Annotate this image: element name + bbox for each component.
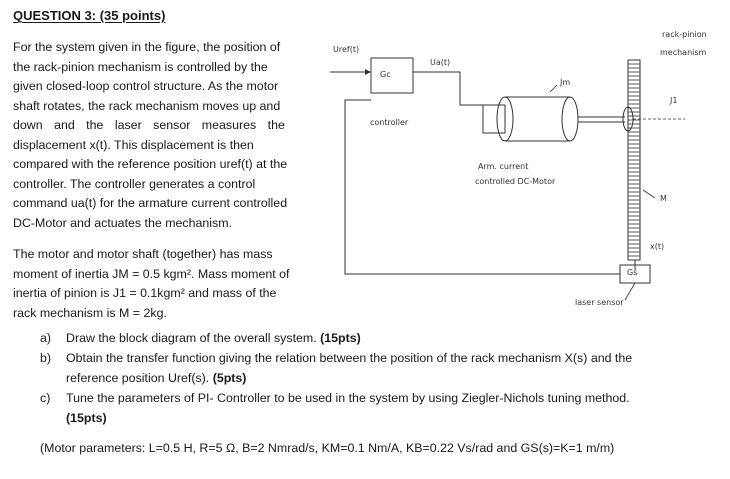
- motor-terminal: [482, 104, 506, 134]
- sensor-label: laser sensor: [575, 298, 624, 307]
- question-text: Obtain the transfer function giving the …: [66, 351, 633, 365]
- question-points: (5pts): [212, 371, 247, 385]
- desc-line: down and the laser sensor measures the: [13, 118, 285, 132]
- desc-line: displacement x(t). This displacement is …: [13, 137, 254, 152]
- m-label: M: [660, 194, 667, 203]
- question-points: (15pts): [320, 331, 361, 345]
- question-b: b) Obtain the transfer function giving th…: [40, 351, 632, 365]
- x-label: x(t): [650, 242, 665, 251]
- uref-label: Uref(t): [333, 45, 360, 54]
- system-figure: [330, 57, 685, 301]
- gc-label: Gc: [380, 70, 391, 79]
- uref-arrowhead: [365, 69, 371, 75]
- gs-label: Gs: [627, 268, 638, 277]
- question-a: a) Draw the block diagram of the overall …: [40, 331, 361, 345]
- desc-line: moment of inertia JM = 0.5 kgm². Mass mo…: [13, 266, 290, 281]
- question-points: : (35 points): [91, 8, 166, 23]
- desc-line: DC-Motor and actuates the mechanism.: [13, 215, 232, 230]
- j1-label: J1: [670, 96, 678, 105]
- question-text: reference position Uref(s).: [66, 371, 213, 385]
- desc-line: given closed-loop control structure. As …: [13, 79, 279, 93]
- desc-line: shaft rotates, the rack mechanism moves …: [13, 98, 281, 113]
- question-title: QUESTION 3: (35 points): [13, 8, 165, 23]
- desc-line: rack mechanism is M = 2kg.: [13, 305, 167, 320]
- question-c: c) Tune the parameters of PI- Controller …: [40, 391, 630, 405]
- motor-body-right: [561, 96, 579, 142]
- ua-signal-line: [413, 71, 500, 106]
- question-text: Draw the block diagram of the overall sy…: [66, 331, 321, 345]
- question-b-cont: reference position Uref(s). (5pts): [66, 371, 246, 385]
- question-points: (15pts): [66, 411, 107, 425]
- jm-label: Jm: [560, 78, 571, 87]
- motor-parameters: (Motor parameters: L=0.5 H, R=5 Ω, B=2 N…: [40, 441, 615, 455]
- question-letter: b): [40, 351, 52, 365]
- desc-line: inertia of pinion is J1 = 0.1kgm² and ma…: [13, 286, 277, 300]
- desc-line: the rack-pinion mechanism is controlled …: [13, 59, 268, 74]
- question-c-points: (15pts): [66, 411, 107, 425]
- desc-line: For the system given in the figure, the …: [13, 40, 281, 54]
- question-letter: a): [40, 331, 52, 345]
- rack-pinion-label-2: mechanism: [660, 48, 707, 57]
- question-number: QUESTION 3: [13, 8, 92, 23]
- desc-line: controller. The controller generates a c…: [13, 176, 256, 191]
- problem-description: For the system given in the figure, the …: [13, 38, 323, 233]
- desc-line: compared with the reference position ure…: [13, 157, 288, 171]
- motor-label-2: controlled DC-Motor: [475, 177, 556, 186]
- controller-label: controller: [370, 118, 409, 127]
- desc-line: command ua(t) for the armature current c…: [13, 196, 288, 210]
- controller-block: [370, 57, 414, 94]
- ua-label: Ua(t): [430, 58, 451, 67]
- desc-line: The motor and motor shaft (together) has…: [13, 247, 273, 261]
- question-text: Tune the parameters of PI- Controller to…: [66, 391, 630, 405]
- feedback-line: [344, 99, 620, 275]
- inertia-description: The motor and motor shaft (together) has…: [13, 245, 323, 323]
- rack-pinion-label-1: rack-pinion: [662, 30, 707, 39]
- motor-label-1: Arm. current: [478, 162, 529, 171]
- question-letter: c): [40, 391, 51, 405]
